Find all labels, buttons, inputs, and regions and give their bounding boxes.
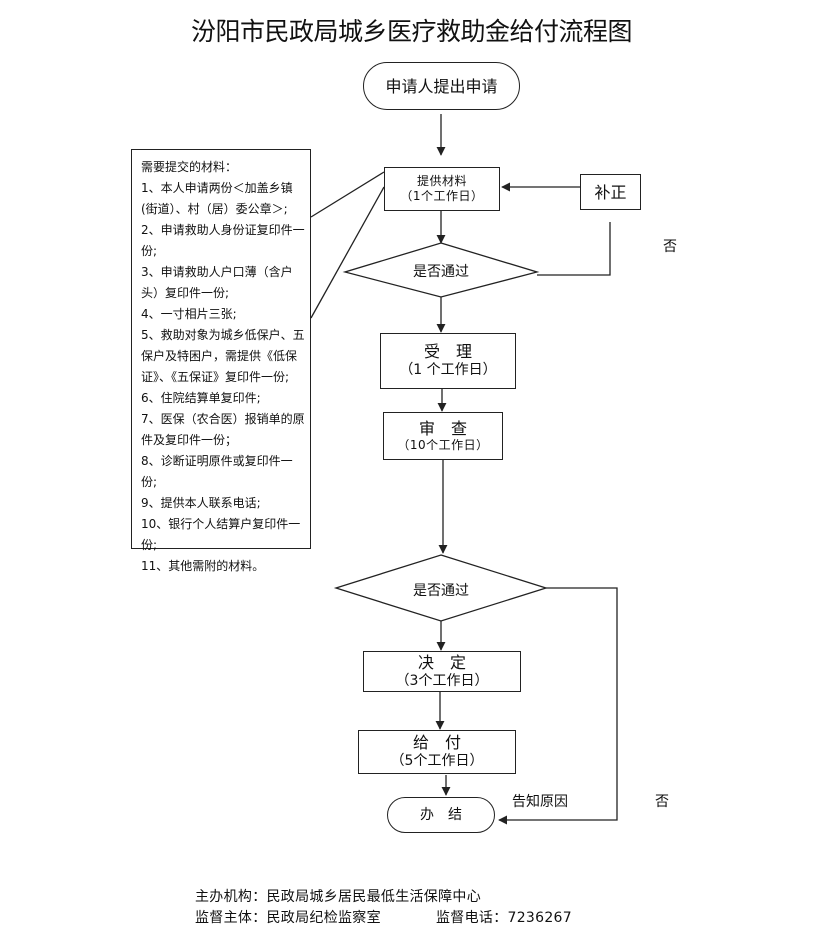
supplement-label: 补正 — [594, 182, 627, 202]
decision-diamond-2 — [333, 554, 549, 622]
decide-node: 决 定 （3个工作日） — [363, 651, 521, 692]
review-label: 审 查 — [418, 419, 467, 438]
materials-heading: 需要提交的材料： — [141, 160, 238, 174]
apply-node: 申请人提出申请 — [363, 62, 520, 110]
decide-duration: （3个工作日） — [395, 672, 489, 689]
review-duration: （10个工作日） — [397, 438, 489, 452]
callout-line-upper — [310, 171, 385, 218]
materials-item: 4、一寸相片三张; — [141, 307, 237, 321]
apply-label: 申请人提出申请 — [385, 76, 498, 96]
materials-item: 3、申请救助人户口薄（含户头）复印件一份; — [141, 265, 293, 300]
callout-line-lower — [310, 186, 385, 319]
review-node: 审 查 （10个工作日） — [383, 412, 503, 460]
line-check1-no — [537, 222, 611, 276]
footer-organizer: 主办机构：民政局城乡居民最低生活保障中心 — [195, 889, 481, 905]
materials-item: 1、本人申请两份＜加盖乡镇(街道）、村（居）委公章＞; — [141, 181, 293, 216]
submit-duration: （1个工作日） — [400, 189, 484, 203]
page-title: 汾阳市民政局城乡医疗救助金给付流程图 — [190, 17, 633, 46]
check1-label: 是否通过 — [413, 264, 469, 280]
accept-duration: （1 个工作日） — [399, 362, 497, 378]
required-materials-box: 需要提交的材料： 1、本人申请两份＜加盖乡镇(街道）、村（居）委公章＞; 2、申… — [131, 149, 311, 573]
check2-label: 是否通过 — [413, 583, 469, 599]
finish-node: 办 结 — [387, 797, 495, 833]
footer-supervisor: 监督主体：民政局纪检监察室 — [195, 910, 381, 926]
footer-phone: 监督电话：7236267 — [436, 910, 572, 926]
notify-reason-label: 告知原因 — [512, 794, 568, 810]
pay-label: 给 付 — [412, 733, 461, 752]
accept-label: 受 理 — [423, 342, 472, 361]
materials-item: 2、申请救助人身份证复印件一份; — [141, 223, 305, 258]
decision-diamond-1 — [342, 242, 540, 298]
materials-item: 6、住院结算单复印件; — [141, 391, 261, 405]
materials-item: 7、医保（农合医）报销单的原件及复印件一份； — [141, 412, 305, 447]
supplement-node: 补正 — [580, 174, 641, 210]
materials-item: 9、提供本人联系电话; — [141, 496, 261, 510]
materials-item: 8、诊断证明原件或复印件一份; — [141, 454, 293, 489]
pay-node: 给 付 （5个工作日） — [358, 730, 516, 774]
line-check2-no — [498, 587, 618, 825]
materials-item: 11、其他需附的材料。 — [141, 559, 265, 573]
materials-item: 5、救助对象为城乡低保户、五保户及特困户，需提供《低保证》、《五保证》复印件一份… — [141, 328, 305, 384]
no-label-2: 否 — [655, 794, 669, 810]
finish-label: 办 结 — [420, 806, 462, 823]
submit-materials-node: 提供材料 （1个工作日） — [384, 167, 500, 211]
decide-label: 决 定 — [417, 652, 466, 672]
accept-node: 受 理 （1 个工作日） — [380, 333, 516, 389]
pay-duration: （5个工作日） — [390, 753, 484, 769]
no-label-1: 否 — [663, 239, 677, 255]
submit-label: 提供材料 — [416, 174, 467, 188]
materials-item: 10、银行个人结算户复印件一份; — [141, 517, 301, 552]
